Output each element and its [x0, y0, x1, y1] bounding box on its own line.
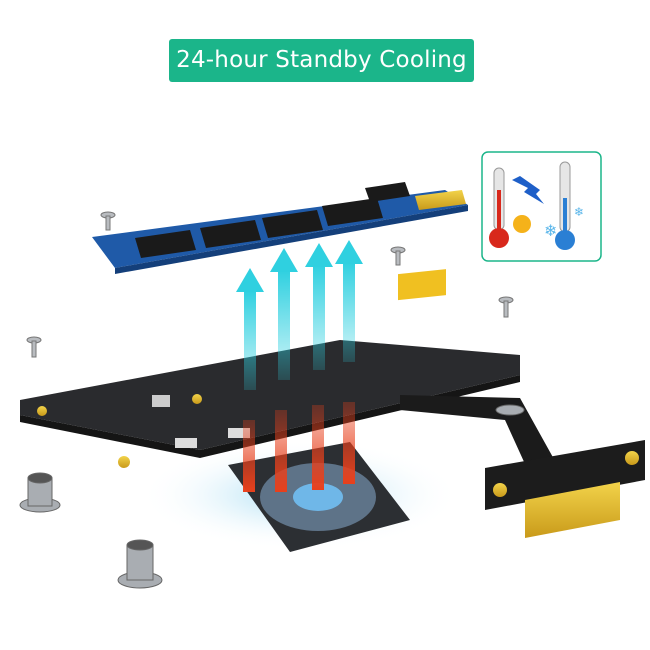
title-banner: 24-hour Standby Cooling	[169, 39, 474, 82]
screws	[26, 211, 514, 358]
standoffs	[19, 404, 525, 589]
thermometer-cold-icon	[555, 161, 575, 250]
thermometer-hot-icon	[489, 167, 509, 248]
pcie-riser-card	[485, 440, 645, 538]
svg-text:❄: ❄	[574, 205, 584, 219]
adapter-board	[20, 269, 520, 468]
snowflake-icon: ❄	[544, 221, 557, 240]
ribbon-cable	[400, 395, 560, 475]
sun-icon	[513, 215, 531, 233]
ssd-module	[92, 182, 468, 274]
lightning-icon	[512, 176, 544, 204]
thermometer-inset: ❄ ❄	[481, 151, 602, 262]
airflow-arrows	[236, 240, 363, 390]
heat-arrows	[243, 402, 355, 492]
